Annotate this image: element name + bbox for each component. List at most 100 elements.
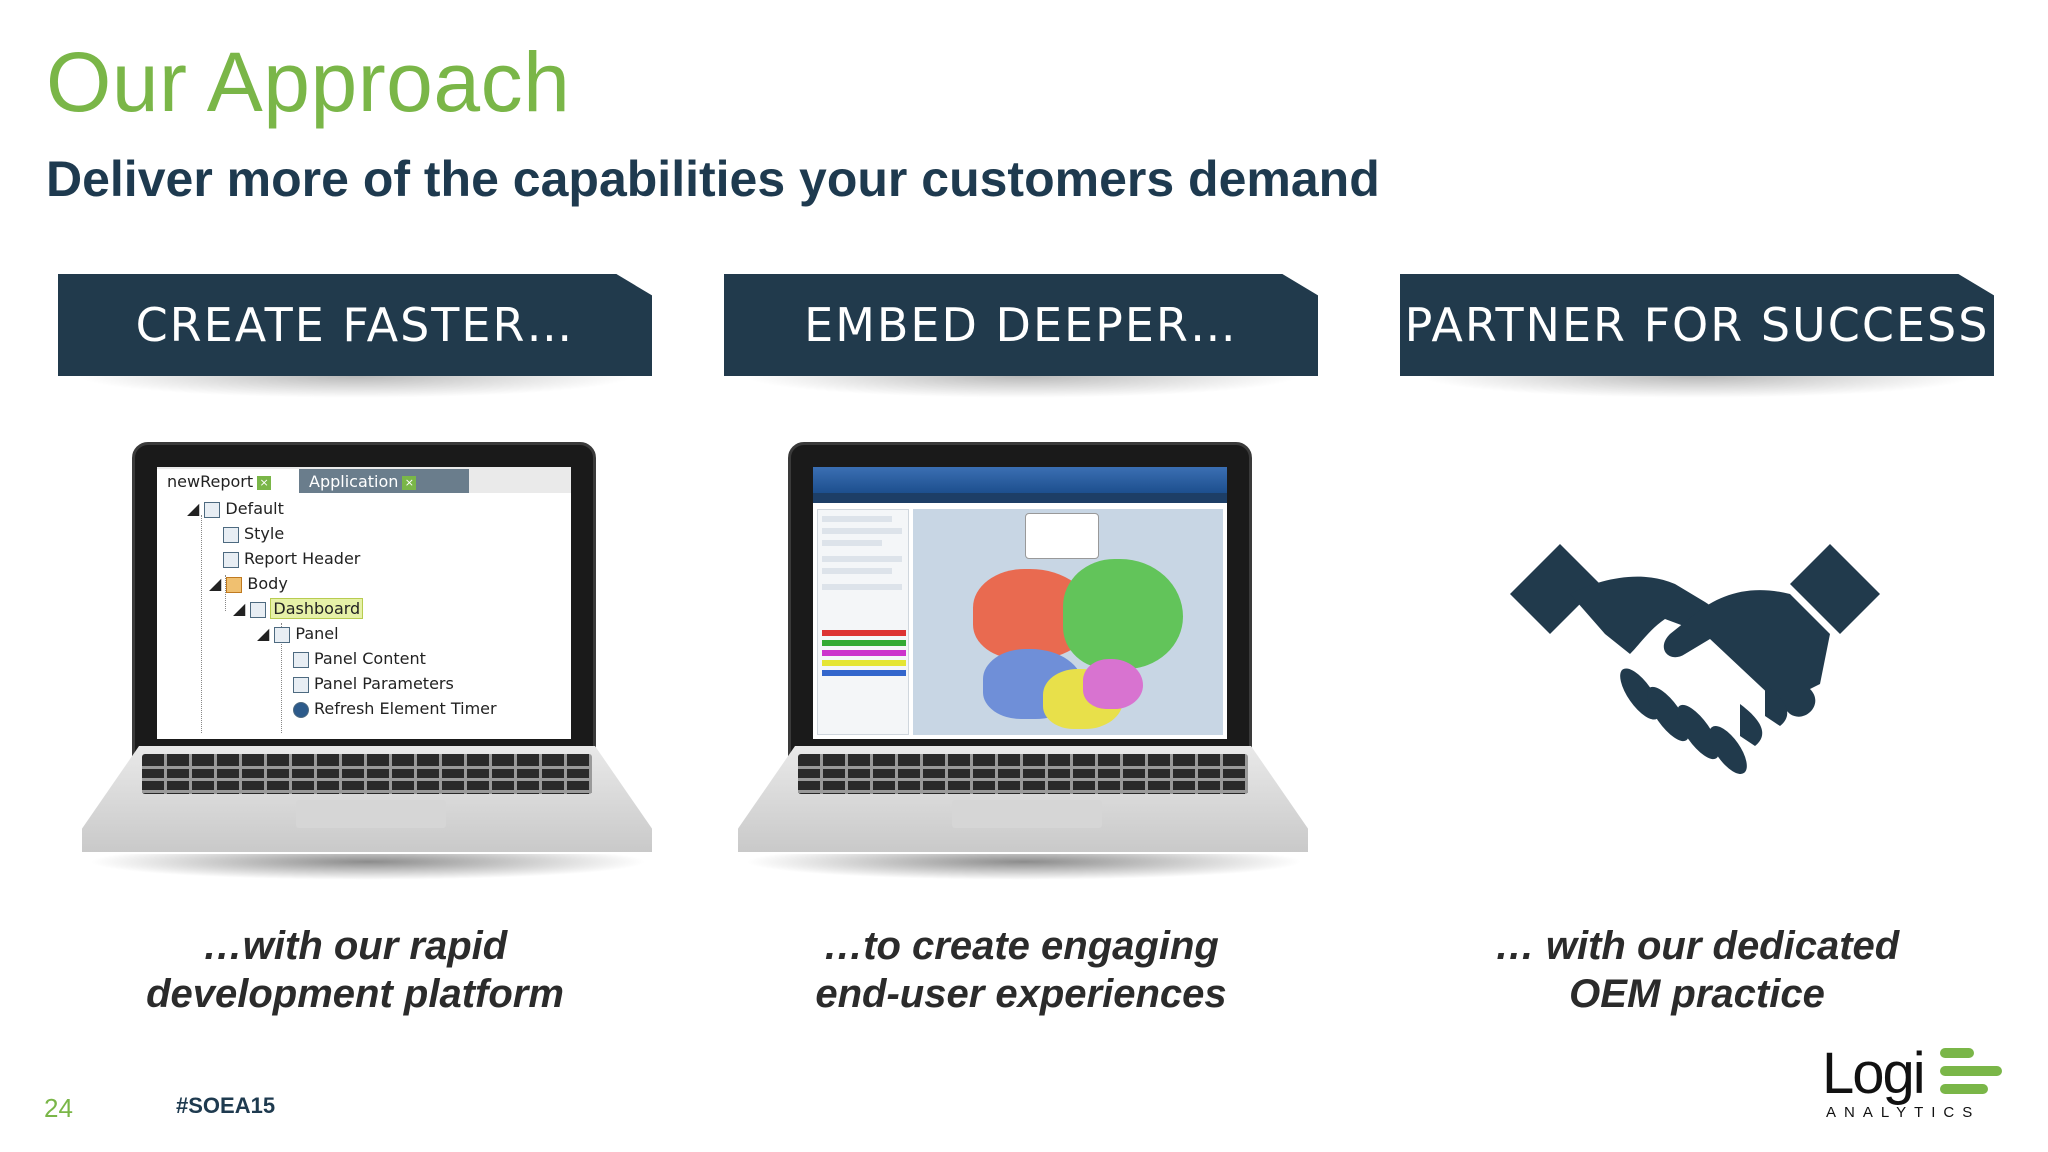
page-subtitle: Deliver more of the capabilities your cu…: [46, 151, 1380, 207]
triangle-down-icon[interactable]: ◢: [257, 624, 275, 643]
laptop-shadow: [88, 854, 648, 880]
tree-item-dashboard[interactable]: ◢ Dashboard: [233, 598, 364, 619]
body-icon: [226, 576, 243, 593]
banner-shadow: [1418, 376, 1978, 398]
banner-label: CREATE FASTER…: [135, 298, 575, 352]
logo-subtitle: ANALYTICS: [1826, 1104, 1981, 1121]
laptop-base: [82, 746, 652, 852]
caption-partner-for-success: … with our dedicated OEM practice: [1400, 922, 1994, 1018]
logo-bar: [1940, 1084, 1988, 1094]
tree-label: Panel Parameters: [314, 674, 454, 693]
banner-label: EMBED DEEPER…: [804, 298, 1238, 352]
logo-bars-icon: [1940, 1048, 2002, 1096]
triangle-down-icon[interactable]: ◢: [187, 499, 205, 518]
caption-line: … with our dedicated: [1494, 924, 1900, 968]
caption-create-faster: …with our rapid development platform: [58, 922, 652, 1018]
tree-item-report-header[interactable]: Report Header: [223, 549, 360, 568]
parameters-icon: [293, 676, 309, 693]
handshake-icon: [1510, 544, 1880, 774]
laptop-base: [738, 746, 1308, 852]
keyboard: [142, 754, 592, 794]
tree-item-body[interactable]: ◢ Body: [209, 574, 288, 593]
tab-newreport[interactable]: newReport×: [157, 469, 302, 493]
map-view[interactable]: [913, 509, 1223, 735]
caption-line: development platform: [146, 972, 564, 1016]
banner-embed-deeper: EMBED DEEPER…: [724, 274, 1318, 376]
dashboard-icon: [250, 601, 267, 618]
app-nav-bar: [813, 493, 1227, 503]
laptop-shadow: [744, 854, 1304, 880]
caption-line: …to create engaging: [823, 924, 1219, 968]
map-region-green: [1063, 559, 1183, 669]
panel-icon: [274, 626, 291, 643]
banner-create-faster: CREATE FASTER…: [58, 274, 652, 376]
tree-label: Body: [247, 574, 288, 593]
sidebar-row: [822, 516, 892, 522]
document-icon: [223, 551, 239, 568]
caption-embed-deeper: …to create engaging end-user experiences: [724, 922, 1318, 1018]
logo-bar: [1940, 1048, 1974, 1058]
tab-label: newReport: [167, 472, 254, 491]
app-sidebar: [817, 509, 909, 735]
brush-icon: [223, 526, 239, 543]
tree-label: Style: [244, 524, 285, 543]
legend-row: [822, 660, 906, 666]
tab-application[interactable]: Application×: [299, 469, 469, 493]
tree-label: Default: [225, 499, 284, 518]
logo-wordmark: Logi: [1822, 1041, 1926, 1106]
clock-icon: [293, 701, 309, 718]
tree-item-style[interactable]: Style: [223, 524, 284, 543]
laptop-report-designer: newReport× Application× ◢ Default Style …: [58, 442, 678, 882]
tree-item-panel[interactable]: ◢ Panel: [257, 624, 339, 643]
column-partner-for-success: PARTNER FOR SUCCESS … with our dedicated…: [1400, 274, 1996, 1034]
close-icon[interactable]: ×: [402, 475, 417, 490]
legend-row: [822, 630, 906, 636]
sidebar-row: [822, 528, 902, 534]
trackpad: [952, 800, 1102, 828]
legend-row: [822, 670, 906, 676]
map-tooltip: [1025, 513, 1099, 559]
caption-line: OEM practice: [1569, 972, 1825, 1016]
tree-item-panel-parameters[interactable]: Panel Parameters: [293, 674, 454, 693]
tree-item-panel-content[interactable]: Panel Content: [293, 649, 426, 668]
legend-row: [822, 640, 906, 646]
tab-label: Application: [309, 472, 399, 491]
logo-bar: [1940, 1066, 2002, 1076]
banner-partner-for-success: PARTNER FOR SUCCESS: [1400, 274, 1994, 376]
tree-connector: [201, 515, 202, 733]
trackpad: [296, 800, 446, 828]
laptop-lid: [788, 442, 1252, 762]
column-create-faster: CREATE FASTER… newReport× Application× ◢…: [58, 274, 654, 1034]
sidebar-row: [822, 568, 892, 574]
embedded-map-screen: [813, 467, 1227, 739]
sidebar-row: [822, 584, 902, 590]
banner-label: PARTNER FOR SUCCESS: [1404, 298, 1990, 352]
logi-analytics-logo: Logi ANALYTICS: [1822, 1040, 2012, 1121]
page-number: 24: [44, 1093, 73, 1123]
banner-shadow: [76, 376, 636, 398]
column-embed-deeper: EMBED DEEPER…: [724, 274, 1320, 1034]
triangle-down-icon[interactable]: ◢: [209, 574, 227, 593]
event-hashtag: #SOEA15: [176, 1093, 276, 1118]
tree-item-refresh-timer[interactable]: Refresh Element Timer: [293, 699, 497, 718]
close-icon[interactable]: ×: [257, 475, 272, 490]
keyboard: [798, 754, 1248, 794]
sidebar-row: [822, 556, 902, 562]
report-designer-screen: newReport× Application× ◢ Default Style …: [157, 467, 571, 739]
triangle-down-icon[interactable]: ◢: [233, 599, 251, 618]
page-title: Our Approach: [46, 35, 571, 129]
banner-shadow: [742, 376, 1302, 398]
map-region-pink: [1083, 659, 1143, 709]
tree-label: Refresh Element Timer: [314, 699, 497, 718]
sidebar-row: [822, 540, 882, 546]
legend-row: [822, 650, 906, 656]
laptop-lid: newReport× Application× ◢ Default Style …: [132, 442, 596, 762]
laptop-embedded-map: [714, 442, 1334, 882]
panel-content-icon: [293, 651, 309, 668]
app-header: [813, 467, 1227, 493]
caption-line: …with our rapid: [202, 924, 508, 968]
tree-item-default[interactable]: ◢ Default: [187, 499, 284, 518]
tree-connector: [225, 575, 226, 611]
folder-icon: [204, 501, 221, 518]
tree-label: Panel Content: [314, 649, 426, 668]
